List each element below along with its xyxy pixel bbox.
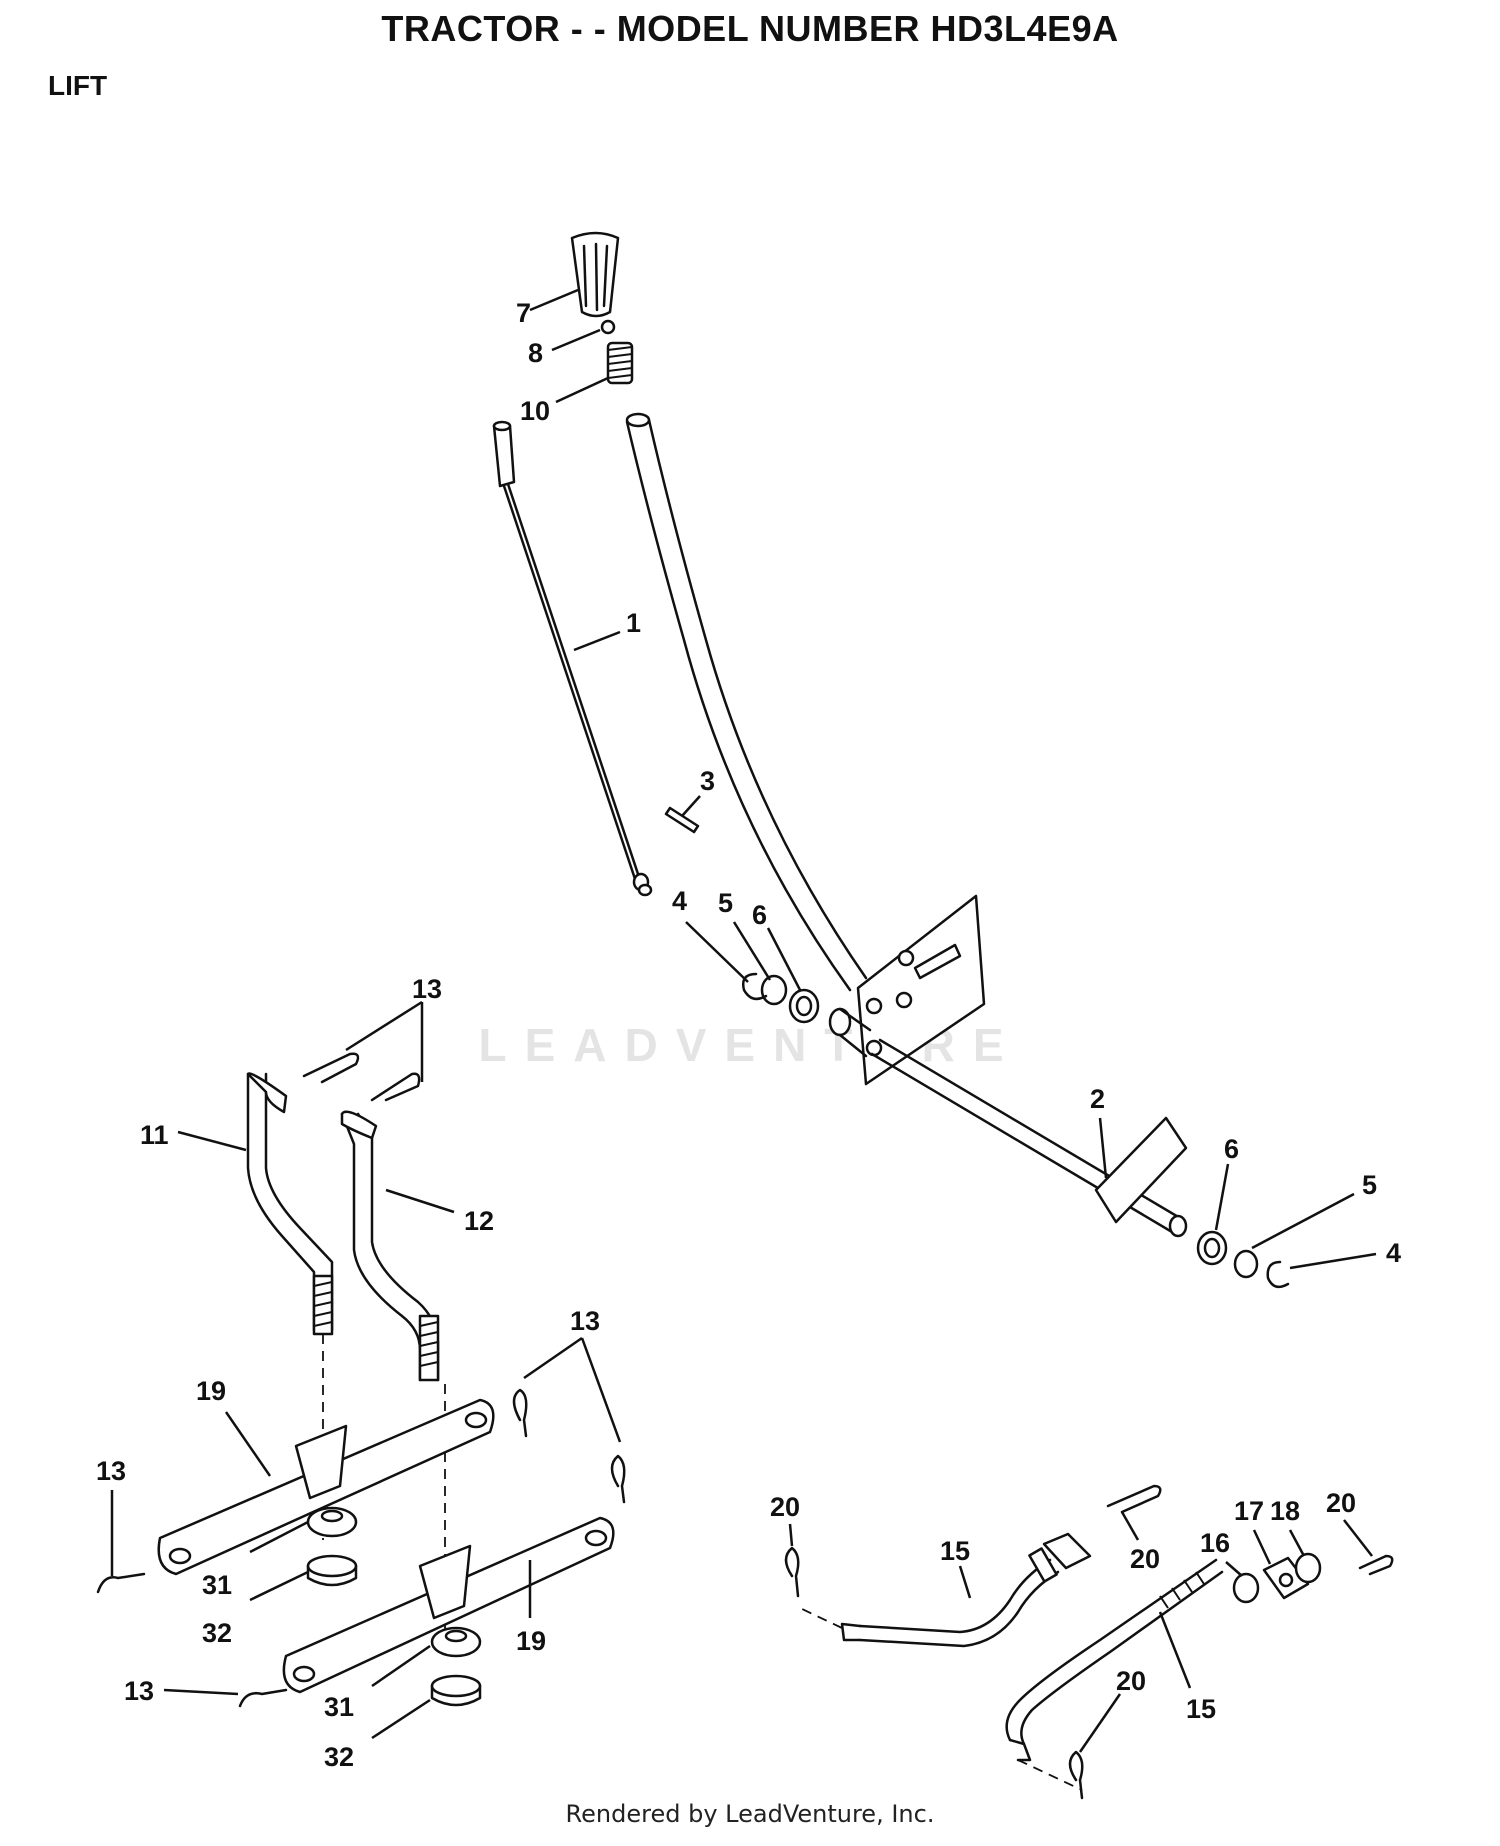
callout-5a: 5 (718, 888, 733, 918)
part-pin (664, 806, 700, 834)
page-title: TRACTOR - - MODEL NUMBER HD3L4E9A (381, 8, 1119, 49)
callout-8: 8 (528, 338, 543, 368)
callout-20c: 20 (1326, 1488, 1356, 1518)
callout-20d: 20 (1116, 1666, 1146, 1696)
part-spring (606, 341, 634, 385)
part-bushing-right (1196, 1230, 1228, 1266)
callout-13d: 13 (124, 1676, 154, 1706)
part-grip (570, 231, 620, 318)
callout-19a: 19 (196, 1376, 226, 1406)
callout-16: 16 (1200, 1528, 1230, 1558)
callout-15b: 15 (1186, 1694, 1216, 1724)
leader-lines (110, 288, 1377, 1753)
callout-2: 2 (1090, 1084, 1105, 1114)
footer-credit: Rendered by LeadVenture, Inc. (565, 1800, 935, 1828)
section-title: LIFT (48, 70, 108, 101)
callouts: 7 8 10 1 3 4 5 6 13 11 12 2 6 5 4 13 19 … (96, 298, 1401, 1772)
callout-32a: 32 (202, 1618, 232, 1648)
part-lift-arm-upper (157, 1398, 495, 1576)
part-lift-handle (625, 412, 868, 992)
part-washer-right (1233, 1249, 1259, 1279)
part-lift-link-11 (246, 1072, 334, 1336)
part-bushing-left (788, 988, 820, 1024)
callout-3: 3 (700, 766, 715, 796)
callout-31b: 31 (324, 1692, 354, 1722)
part-hairpin-clips (96, 1052, 1394, 1800)
part-clip-right (1266, 1260, 1290, 1289)
callout-18: 18 (1270, 1496, 1300, 1526)
part-lift-rod (492, 420, 653, 897)
callout-19b: 19 (516, 1626, 546, 1656)
callout-4a: 4 (672, 886, 687, 916)
part-trunnion-17 (1262, 1556, 1310, 1600)
callout-6b: 6 (1224, 1134, 1239, 1164)
part-bracket-plate (856, 894, 986, 1086)
callout-13b: 13 (570, 1306, 600, 1336)
callout-6a: 6 (752, 900, 767, 930)
callout-20a: 20 (770, 1492, 800, 1522)
part-ball (600, 319, 616, 335)
part-adjuster-rod-lower (1005, 1558, 1224, 1762)
callout-20b: 20 (1130, 1544, 1160, 1574)
callout-11: 11 (140, 1120, 169, 1150)
part-clip-left (742, 972, 768, 1001)
callout-17: 17 (1234, 1496, 1264, 1526)
callout-15a: 15 (940, 1536, 970, 1566)
callout-31a: 31 (202, 1570, 232, 1600)
part-adjuster-rod-upper (840, 1532, 1092, 1648)
callout-32b: 32 (324, 1742, 354, 1772)
callout-13a: 13 (412, 974, 442, 1004)
callout-13c: 13 (96, 1456, 126, 1486)
part-nut-18 (1294, 1552, 1322, 1584)
callout-1: 1 (626, 608, 641, 638)
part-nut-16 (1232, 1572, 1260, 1604)
part-washer-left (760, 974, 788, 1006)
part-lift-link-12 (340, 1110, 440, 1382)
callout-10: 10 (520, 396, 550, 426)
callout-7: 7 (516, 298, 531, 328)
callout-4b: 4 (1386, 1238, 1401, 1268)
part-lift-arm-lower (282, 1516, 615, 1694)
callout-12: 12 (464, 1206, 494, 1236)
callout-5b: 5 (1362, 1170, 1377, 1200)
part-lift-shaft (870, 1038, 1188, 1238)
